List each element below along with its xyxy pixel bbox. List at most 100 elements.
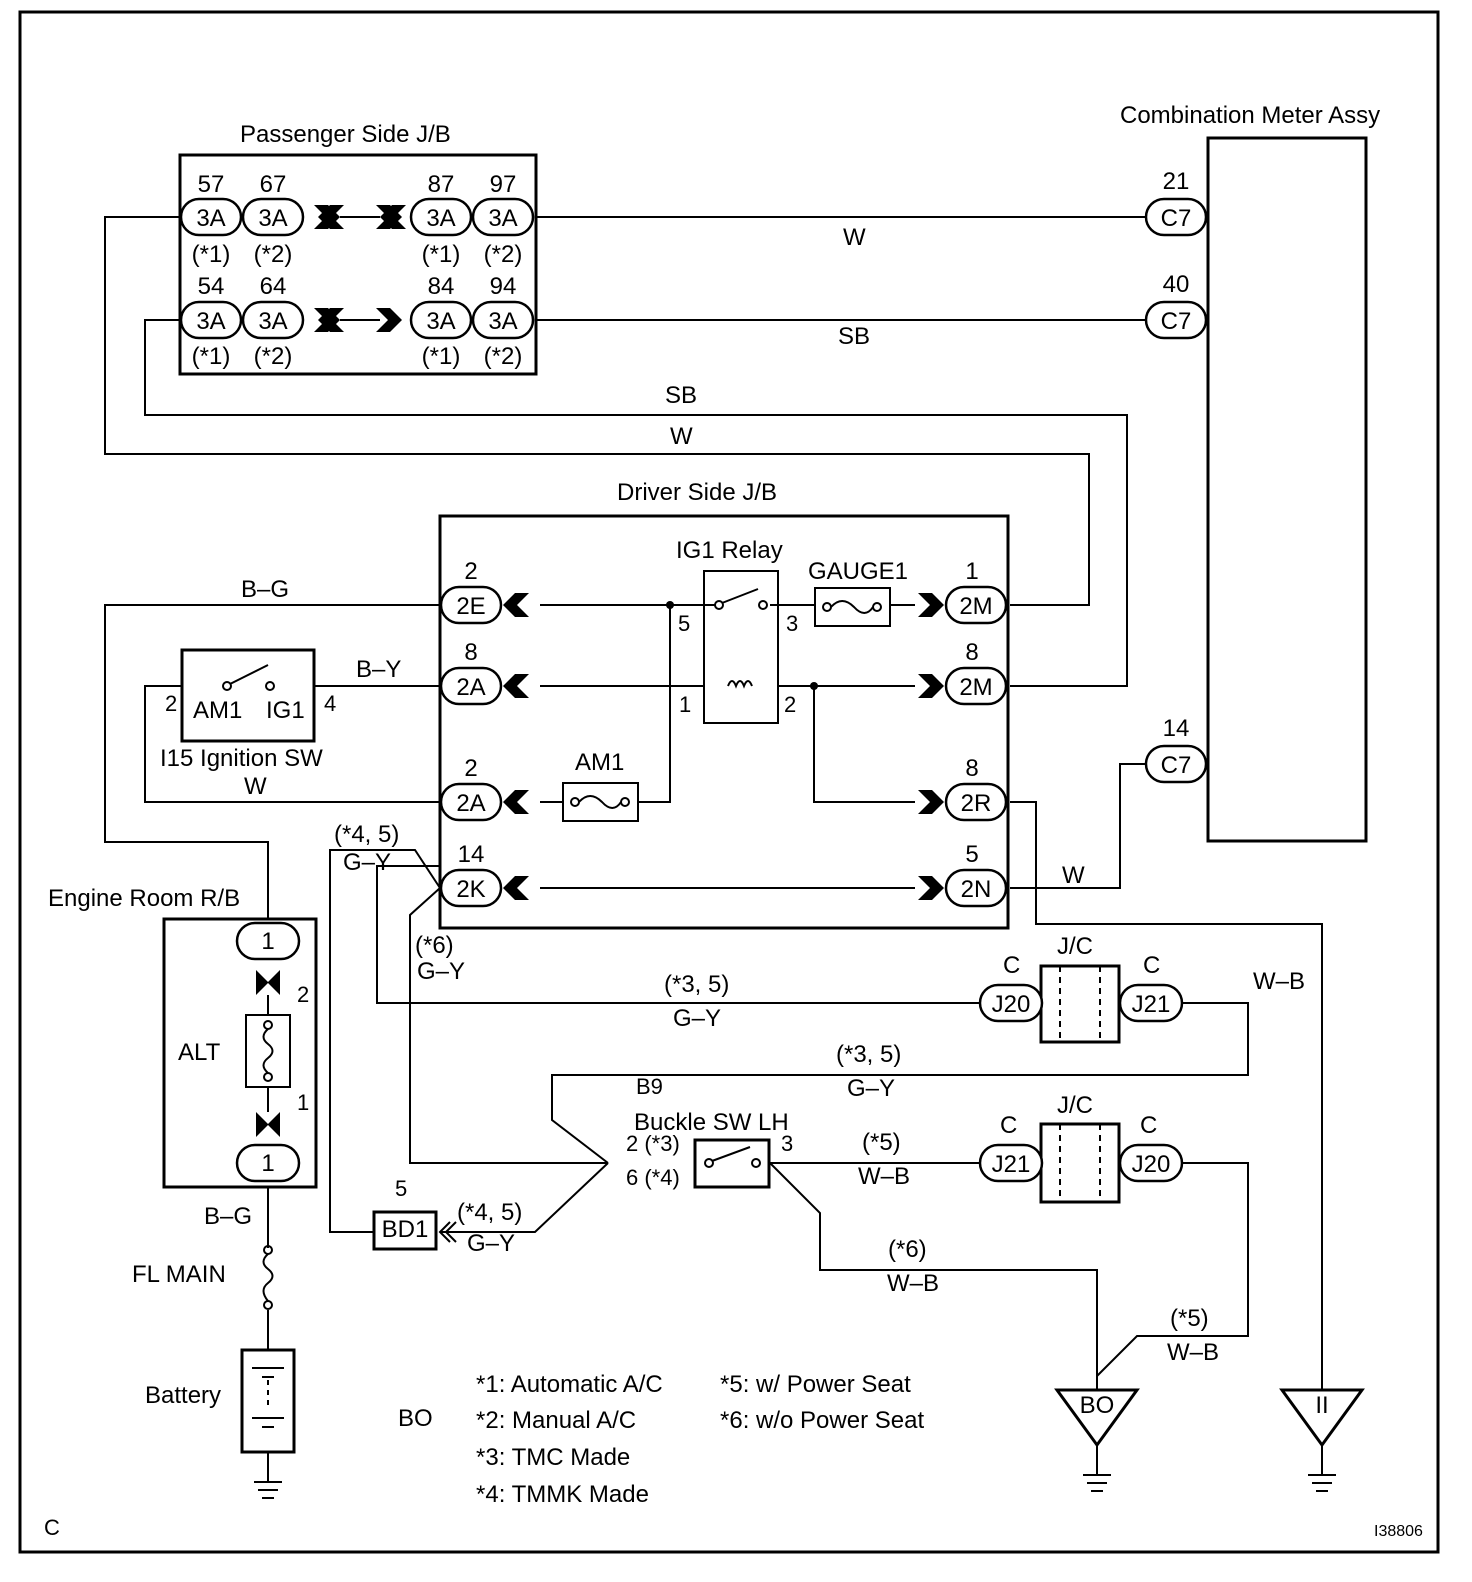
pjb-top-note-3: (*2)	[484, 241, 523, 268]
wire-bg-bottom: B–G	[204, 1203, 252, 1230]
djb-left-pin-2: 2	[464, 755, 477, 782]
jc-bottom-c2: C	[1140, 1112, 1157, 1139]
djb-right-pin-3: 5	[965, 841, 978, 868]
pjb-top-conn-2: 3A	[426, 205, 455, 232]
ground-bo: BO	[1054, 1388, 1140, 1492]
meter-pin-1: 40	[1163, 271, 1190, 298]
jc-bottom-j20: J20	[1132, 1151, 1171, 1178]
pjb-bottom-conn-1: 3A	[258, 308, 287, 335]
wire-w-2n: W	[1062, 862, 1085, 889]
pjb-bottom-pin-2: 84	[428, 273, 455, 300]
djb-left-conn-3: 2K	[456, 876, 485, 903]
legend-bo: BO	[398, 1405, 433, 1432]
pjb-bottom-pin-1: 64	[260, 273, 287, 300]
fl-main-label: FL MAIN	[132, 1261, 226, 1288]
legend-6: *6: w/o Power Seat	[720, 1407, 924, 1434]
gauge1-fuse	[814, 587, 891, 627]
wire-gy45: G–Y	[343, 849, 391, 876]
wire-gy6-note: (*6)	[415, 932, 454, 959]
legend-5: *5: w/ Power Seat	[720, 1371, 911, 1398]
corner-letter: C	[44, 1515, 60, 1540]
pjb-top-note-0: (*1)	[192, 241, 231, 268]
buckle-switch: Buckle SW LH B9 2 (*3) 6 (*4) 3	[626, 1074, 793, 1190]
djb-left-conn-1: 2A	[456, 674, 485, 701]
wire-bd1: G–Y	[467, 1230, 515, 1257]
junction-connector-top: J/C J20 C J21 C	[978, 933, 1184, 1044]
relay-pin-2: 2	[784, 692, 796, 717]
buckle-pin-2: 2 (*3)	[626, 1131, 680, 1156]
wire-by: B–Y	[356, 656, 401, 683]
jc-bottom-c1: C	[1000, 1112, 1017, 1139]
jc-top-label: J/C	[1057, 933, 1093, 960]
jc-top-j20: J20	[992, 991, 1031, 1018]
legend-2: *2: Manual A/C	[476, 1407, 636, 1434]
relay-pin-1: 1	[679, 692, 691, 717]
ground-ii: II	[1279, 1388, 1365, 1492]
wire-sb-mid: SB	[665, 382, 697, 409]
wire-gy45-note: (*4, 5)	[334, 821, 399, 848]
drawing-id: I38806	[1374, 1523, 1423, 1540]
legend-3: *3: TMC Made	[476, 1444, 630, 1471]
pjb-top-pin-0: 57	[198, 171, 225, 198]
jc-top-c1: C	[1003, 952, 1020, 979]
pjb-bottom-note-3: (*2)	[484, 343, 523, 370]
wire-bd1-note: (*4, 5)	[457, 1199, 522, 1226]
ground-bo-label: BO	[1080, 1392, 1115, 1419]
wire-w-mid: W	[670, 423, 693, 450]
bd1-connector: BD1 5	[372, 1176, 457, 1251]
fl-main-fuse: FL MAIN	[132, 1245, 274, 1310]
meter-pin-0: 21	[1163, 168, 1190, 195]
ign-pin-4: 4	[324, 691, 336, 716]
wire-wb5-note: (*5)	[862, 1129, 901, 1156]
junction-connector-bottom: J/C J21 C J20 C	[978, 1092, 1184, 1204]
bd1-label: BD1	[382, 1216, 429, 1243]
djb-right-pin-0: 1	[965, 558, 978, 585]
passenger-jb-title: Passenger Side J/B	[240, 121, 451, 148]
battery: Battery	[145, 1348, 296, 1499]
am1-fuse	[562, 782, 639, 822]
wire-wb5b: W–B	[1167, 1339, 1219, 1366]
ign-am1-label: AM1	[193, 697, 242, 724]
pjb-top-conn-1: 3A	[258, 205, 287, 232]
alt-pin-1: 1	[297, 1090, 309, 1115]
meter-title: Combination Meter Assy	[1120, 102, 1380, 129]
pjb-top-pin-3: 97	[490, 171, 517, 198]
pjb-bottom-note-1: (*2)	[254, 343, 293, 370]
ground-ii-label: II	[1315, 1392, 1328, 1419]
engine-room-title: Engine Room R/B	[48, 885, 240, 912]
rb-conn-bottom: 1	[261, 1150, 274, 1177]
wire-gy35a: G–Y	[673, 1005, 721, 1032]
wire-gy35a-note: (*3, 5)	[664, 971, 729, 998]
rb-conn-top: 1	[261, 928, 274, 955]
djb-left-conn-2: 2A	[456, 790, 485, 817]
passenger-jb: Passenger Side J/B 3A57(*1)3A67(*2)3A87(…	[178, 121, 538, 376]
pjb-top-pin-1: 67	[260, 171, 287, 198]
wire-sb-top: SB	[838, 323, 870, 350]
jc-top-c2: C	[1143, 952, 1160, 979]
wire-gy6: G–Y	[417, 958, 465, 985]
gauge1-label: GAUGE1	[808, 558, 908, 585]
alt-pin-2: 2	[297, 982, 309, 1007]
am1-fuse-label: AM1	[575, 749, 624, 776]
meter-pin-2: 14	[1163, 715, 1190, 742]
jc-bottom-label: J/C	[1057, 1092, 1093, 1119]
djb-left-pin-1: 8	[464, 639, 477, 666]
buckle-pin-6: 6 (*4)	[626, 1165, 680, 1190]
wire-gy35b: G–Y	[847, 1075, 895, 1102]
b9-label: B9	[636, 1074, 663, 1099]
wire-wb6: W–B	[887, 1270, 939, 1297]
ignition-switch: AM1 IG1 2 4 I15 Ignition SW	[160, 648, 336, 772]
wire-labels: W SB SB W B–G B–Y W W (*4, 5) G–Y (*6) G…	[204, 224, 1305, 1366]
djb-right-pin-2: 8	[965, 755, 978, 782]
djb-right-conn-0: 2M	[959, 593, 992, 620]
djb-left-pin-0: 2	[464, 558, 477, 585]
ig1-relay-label: IG1 Relay	[676, 537, 783, 564]
ignition-sw-label: I15 Ignition SW	[160, 745, 323, 772]
pjb-bottom-pin-3: 94	[490, 273, 517, 300]
relay-pin-5: 5	[678, 611, 690, 636]
djb-right-conn-3: 2N	[961, 876, 992, 903]
meter-conn-0: C7	[1161, 205, 1192, 232]
legend-1: *1: Automatic A/C	[476, 1371, 663, 1398]
wire-wb5: W–B	[858, 1163, 910, 1190]
